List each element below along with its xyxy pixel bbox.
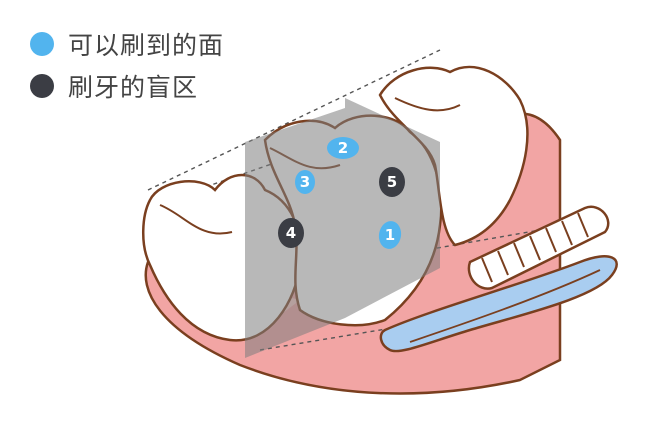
marker-4-dot (278, 218, 304, 248)
marker-2-label: 2 (338, 139, 348, 157)
tooth-left-groove (159, 204, 233, 235)
marker-3-label: 3 (300, 173, 310, 191)
legend-item-brushable: 可以刷到的面 (30, 24, 224, 64)
marker-3: 3 (295, 170, 315, 194)
legend-dot-blind-zone (30, 74, 54, 98)
marker-5-label: 5 (387, 173, 397, 191)
marker-4: 4 (278, 218, 304, 248)
marker-5: 5 (379, 167, 405, 197)
marker-1-label: 1 (385, 226, 395, 244)
marker-4-label: 4 (286, 224, 296, 242)
legend-label-blind-zone: 刷牙的盲区 (68, 73, 199, 102)
legend: 可以刷到的面 刷牙的盲区 (30, 24, 224, 108)
toothbrush-handle-line (409, 269, 601, 343)
legend-dot-brushable (30, 32, 54, 56)
toothbrush-handle (379, 255, 618, 353)
toothbrush-bristles (481, 212, 589, 283)
tooth-right-groove (394, 97, 461, 112)
toothbrush (379, 205, 618, 353)
marker-2: 2 (327, 137, 359, 159)
marker-1: 1 (378, 221, 402, 249)
marker-3-dot (295, 170, 315, 194)
blind-plane-right (345, 98, 440, 318)
toothbrush-head (467, 205, 610, 290)
marker-1-dot (378, 221, 402, 249)
legend-item-blind-zone: 刷牙的盲区 (30, 66, 224, 106)
marker-5-dot (379, 167, 405, 197)
legend-label-brushable: 可以刷到的面 (68, 31, 225, 60)
marker-2-dot (327, 137, 359, 159)
